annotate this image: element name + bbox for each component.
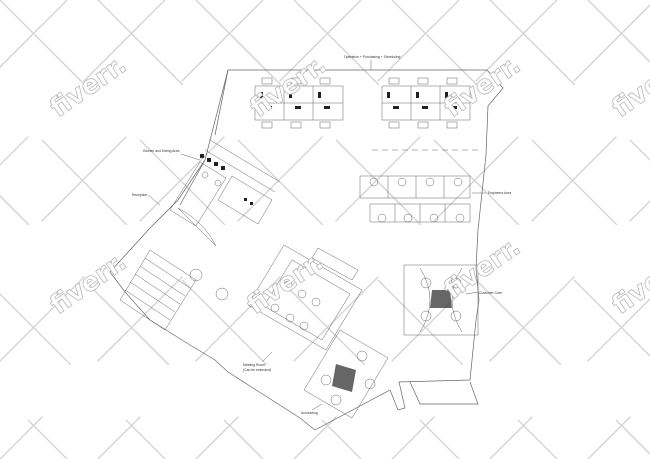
building-outline [109,69,504,431]
watermark-stroke [587,0,650,63]
label-meeting-room: Meeting Room [243,363,265,367]
watermark-stroke [195,4,650,459]
accounting-area [303,329,389,419]
label-customer-care: Customer Care [479,291,502,295]
watermark-logo: fiverr. [242,247,329,321]
watermark-logo: fiverr. [607,50,650,124]
watermark-stroke [97,0,558,459]
watermark-stroke [587,396,650,459]
watermarks: fiverr. fiverr. fiverr. fiverr. fiverr. … [44,50,650,322]
watermark-stroke [0,0,460,459]
watermark-logo: fiverr. [45,50,132,124]
meeting-room [247,244,363,351]
label-reception: Reception [132,193,147,197]
watermark-stroke [97,0,558,459]
desk-cluster-right [381,77,471,129]
desk-cluster-left [254,77,344,129]
watermark-stroke [489,0,650,161]
watermark-stroke [0,391,68,459]
watermark-stroke [0,293,166,459]
label-engineers: Engineers Area [488,191,511,195]
watermark-stroke [0,0,460,459]
label-operations: Operation + Purchasing + Scheduling [344,55,400,59]
leader-lines [147,60,486,411]
watermark-stroke [0,0,362,362]
watermark-stroke [0,0,264,264]
label-accounting: Accounting [301,411,318,415]
label-kitchen: Kitchen and Eating Area [143,149,179,153]
watermark-stroke [293,0,650,357]
watermark-logo: fiverr. [607,247,650,321]
watermark-stroke [0,195,264,459]
operations-workstations [254,77,482,151]
watermark-stroke [0,0,166,166]
reception-area [119,207,229,331]
watermark-stroke [195,0,650,455]
watermark-logo: fiverr. [439,50,526,124]
label-meeting-room-note: (Can be extended) [243,368,271,372]
engineers-area [359,175,471,223]
customer-care-area [403,264,479,336]
watermark-stroke [391,0,650,259]
watermark-stroke [0,0,68,68]
